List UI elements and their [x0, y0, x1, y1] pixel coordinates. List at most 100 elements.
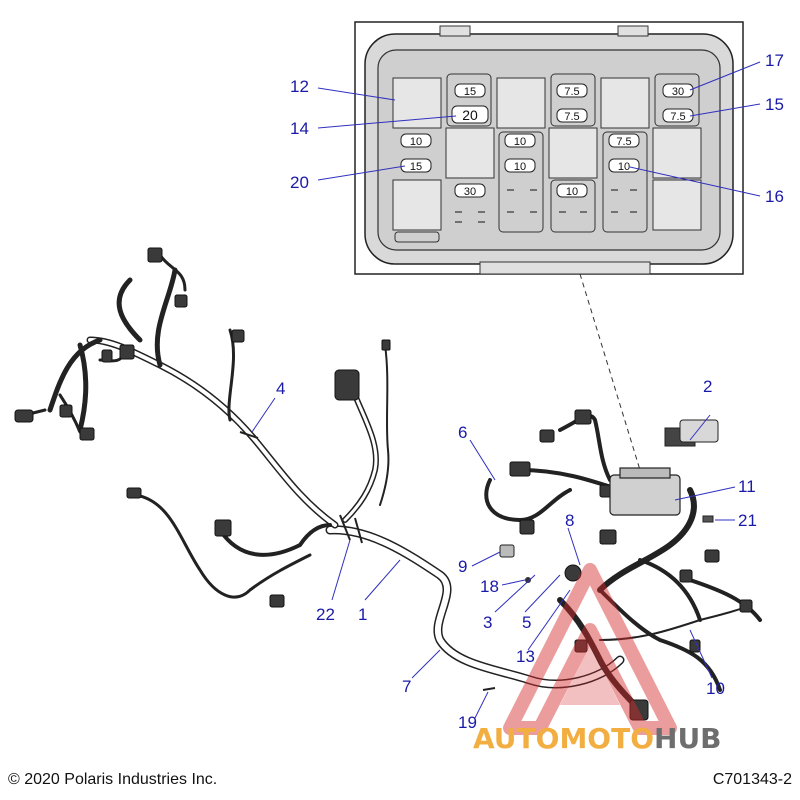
slot-marks [455, 189, 637, 223]
fuse-rail [446, 73, 492, 127]
main-trunk-inner [327, 526, 623, 687]
connector [679, 569, 693, 583]
callout-16: 16 [765, 187, 784, 206]
connector [704, 549, 720, 563]
fuse-cover [679, 419, 719, 443]
fuse-label: 7.5 [564, 86, 579, 98]
fuse-box-top [619, 467, 671, 479]
connector [381, 339, 391, 351]
relay-slot [392, 179, 442, 231]
connector [231, 329, 245, 343]
right-harness-4 [599, 604, 751, 641]
copyright-text: © 2020 Polaris Industries Inc. [8, 771, 217, 788]
callout-9: 9 [458, 557, 467, 576]
relay-slot [652, 179, 702, 231]
fuse-label: 10 [514, 136, 526, 148]
right-harness [557, 487, 697, 713]
fuse [608, 158, 640, 173]
connector [14, 409, 34, 423]
connector [574, 409, 592, 425]
fuse [454, 83, 486, 98]
callout-5: 5 [522, 613, 531, 632]
callout-3: 3 [483, 613, 492, 632]
fuse [556, 108, 588, 123]
cable-ties [239, 431, 363, 544]
fuse-label: 30 [672, 86, 684, 98]
connector [214, 519, 232, 537]
fuse-box-tab-left [439, 25, 471, 37]
fuse-label: 10 [514, 161, 526, 173]
left-lower-cable [133, 493, 312, 599]
watermark-hub: HUB [654, 722, 722, 755]
connector [147, 247, 163, 263]
relay-slot [496, 77, 546, 129]
center-upright-wire [379, 344, 390, 506]
fuse-label: 30 [464, 186, 476, 198]
callout-12: 12 [290, 77, 309, 96]
callout-6: 6 [458, 423, 467, 442]
connector [539, 429, 555, 443]
callout-1: 1 [358, 605, 367, 624]
fuse-label: 7.5 [564, 111, 579, 123]
fuse-rail [394, 231, 440, 243]
fuse [504, 158, 536, 173]
center-upright-harness-inner [343, 393, 378, 522]
connector [59, 404, 73, 418]
callout-10: 10 [706, 679, 725, 698]
relay-slot [548, 127, 598, 179]
connector [334, 369, 360, 401]
fuse [454, 183, 486, 198]
fuse [400, 158, 432, 173]
inset-connector-line [579, 273, 641, 471]
connector [574, 639, 588, 653]
fuse-label: 15 [410, 161, 422, 173]
fuse [400, 133, 432, 148]
fuse-box-foot [479, 261, 651, 275]
connector [599, 529, 617, 545]
left-mid-cable [218, 523, 332, 557]
relay-slot [445, 127, 495, 179]
upper-left-harness [47, 267, 178, 433]
part-9-clip [499, 544, 515, 558]
connector [564, 564, 582, 582]
callout-20: 20 [290, 173, 309, 192]
watermark-text: AUTOMOTOHUB [473, 722, 722, 755]
automotohub-watermark: AUTOMOTOHUB [473, 563, 722, 755]
part-19-tie [482, 687, 496, 691]
fuse [608, 133, 640, 148]
connector [119, 344, 135, 360]
fuses [400, 83, 694, 198]
fuse-box-body [609, 474, 681, 516]
connector [79, 427, 95, 441]
connector [739, 599, 753, 613]
fuse [556, 83, 588, 98]
part-21-clip [702, 515, 714, 523]
callout-13: 13 [516, 647, 535, 666]
callout-15: 15 [765, 95, 784, 114]
callout-22: 22 [316, 605, 335, 624]
fuse-rail [550, 73, 596, 127]
callout-8: 8 [565, 511, 574, 530]
relay-slots [392, 77, 702, 231]
connector [126, 487, 142, 499]
fuse-rail [602, 131, 648, 233]
fuse-rail [498, 131, 544, 233]
inset-leaders [317, 61, 761, 197]
fuse-box-tab-right [617, 25, 649, 37]
fuse-rail [550, 179, 596, 233]
fuse-label: 7.5 [616, 136, 631, 148]
fuse [451, 105, 489, 124]
fuse-box-inset: 15 20 10 15 30 7.5 7.5 10 10 7.5 10 30 7… [317, 21, 761, 275]
watermark-triangle-inner [560, 645, 620, 705]
part-2-fuse-cover [664, 419, 719, 447]
callout-leaders [251, 397, 736, 719]
connector [629, 699, 649, 721]
connector [519, 519, 535, 535]
connector [101, 349, 113, 363]
fuse [556, 183, 588, 198]
fuse-label: 20 [462, 107, 478, 123]
part-18-grommet [525, 577, 531, 583]
connector [509, 461, 531, 477]
callout-17: 17 [765, 51, 784, 70]
callout-4: 4 [276, 379, 285, 398]
